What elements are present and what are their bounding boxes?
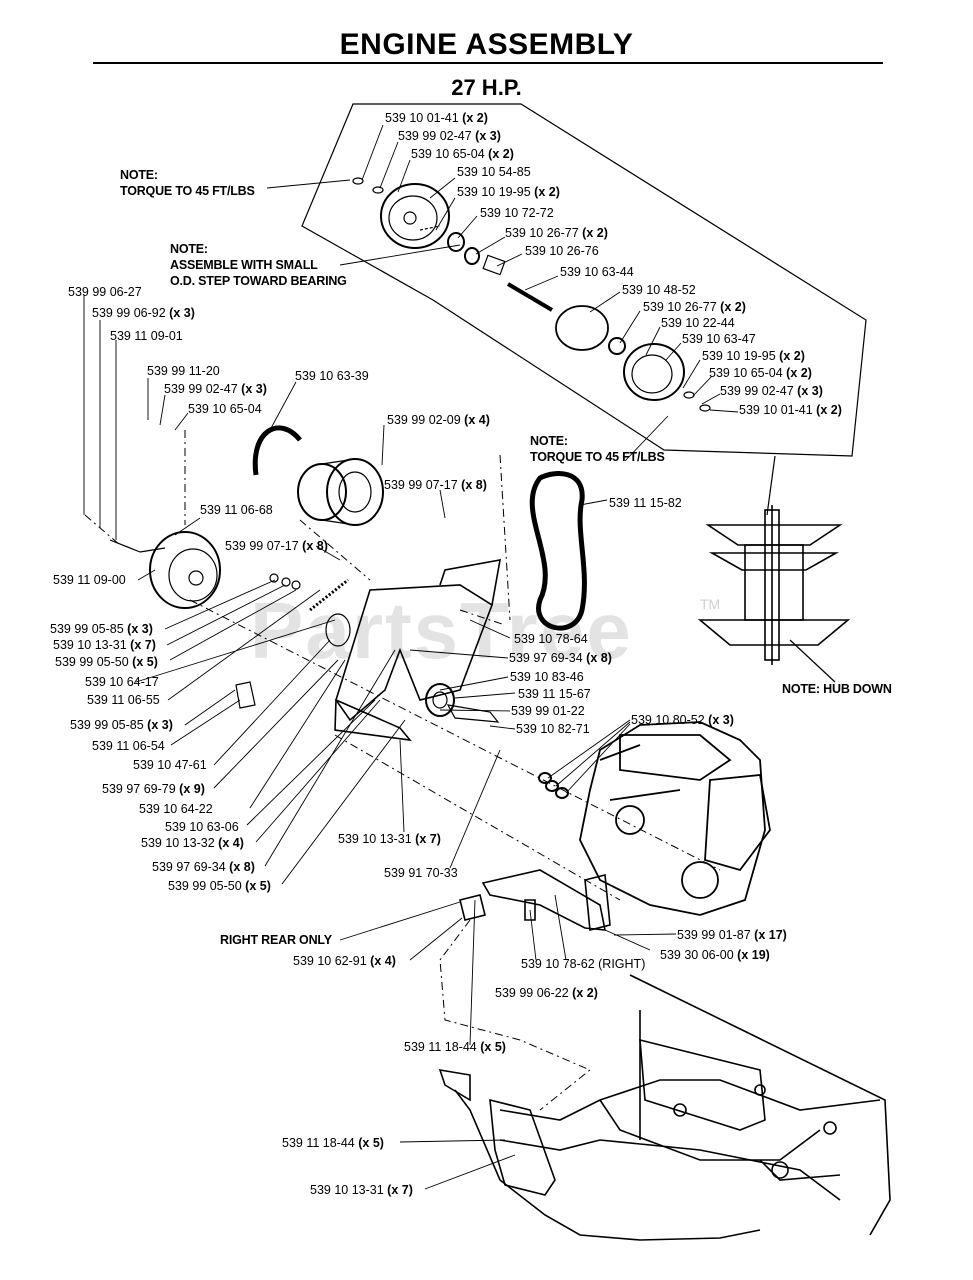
note-label: NOTE: — [170, 242, 208, 256]
part-label: 539 97 69-79 (x 9) — [102, 782, 205, 796]
part-label: 539 11 15-82 — [609, 496, 682, 510]
note-text: TORQUE TO 45 FT/LBS — [120, 184, 255, 198]
part-label: 539 11 09-00 — [53, 573, 126, 587]
note-label: NOTE: — [120, 168, 158, 182]
engine-block — [579, 721, 771, 916]
upper-v-belt — [252, 425, 302, 476]
callout-box — [301, 103, 867, 457]
part-label: 539 99 05-50 (x 5) — [168, 879, 271, 893]
part-label: 539 91 70-33 — [384, 866, 458, 880]
part-label: 539 10 80-52 (x 3) — [631, 713, 734, 727]
part-label: 539 10 26-77 (x 2) — [643, 300, 746, 314]
note-torque-mid: NOTE: TORQUE TO 45 FT/LBS — [530, 433, 665, 465]
part-label: 539 10 63-44 — [560, 265, 634, 279]
long-v-belt — [529, 470, 587, 631]
part-label: 539 10 13-31 (x 7) — [338, 832, 441, 846]
part-label: 539 99 05-50 (x 5) — [55, 655, 158, 669]
part-label: 539 99 05-85 (x 3) — [50, 622, 153, 636]
engine-mount-plates — [459, 869, 611, 932]
part-label: 539 11 06-55 — [87, 693, 160, 707]
part-label: 539 10 78-62 (RIGHT) — [521, 957, 646, 971]
part-label: 539 10 22-44 — [661, 316, 735, 330]
part-label: 539 10 63-39 — [295, 369, 369, 383]
part-label: 539 11 06-68 — [200, 503, 273, 517]
part-label: 539 10 01-41 (x 2) — [385, 111, 488, 125]
hub-section — [697, 505, 851, 665]
part-label: 539 10 47-61 — [133, 758, 207, 772]
chassis-frame — [438, 974, 891, 1241]
mount-bracket — [334, 559, 501, 742]
part-label: 539 10 72-72 — [480, 206, 554, 220]
part-label: 539 10 64-17 — [85, 675, 159, 689]
part-label: 539 99 07-17 (x 8) — [225, 539, 328, 553]
part-label: 539 10 64-22 — [139, 802, 213, 816]
note-text: O.D. STEP TOWARD BEARING — [170, 274, 347, 288]
note-assemble: NOTE: ASSEMBLE WITH SMALL O.D. STEP TOWA… — [170, 241, 347, 289]
part-label: 539 97 69-34 (x 8) — [509, 651, 612, 665]
part-label: 539 10 19-95 (x 2) — [702, 349, 805, 363]
part-label: 539 99 01-22 — [511, 704, 585, 718]
note-right-rear-only: RIGHT REAR ONLY — [220, 933, 332, 947]
part-label: 539 10 62-91 (x 4) — [293, 954, 396, 968]
jack-shaft-pulley — [297, 458, 384, 526]
note-label: NOTE: — [530, 434, 568, 448]
electric-clutch — [109, 531, 221, 609]
part-label: 539 10 26-77 (x 2) — [505, 226, 608, 240]
part-label: 539 10 54-85 — [457, 165, 531, 179]
part-label: 539 11 06-54 — [92, 739, 165, 753]
part-label: 539 10 63-47 — [682, 332, 756, 346]
part-label: 539 10 01-41 (x 2) — [739, 403, 842, 417]
part-label: 539 11 18-44 (x 5) — [404, 1040, 506, 1054]
page-subtitle: 27 H.P. — [451, 75, 522, 100]
part-label: 539 99 06-92 (x 3) — [92, 306, 195, 320]
watermark-tm: TM — [700, 596, 721, 612]
part-label: 539 99 02-47 (x 3) — [398, 129, 501, 143]
title-rule — [93, 62, 883, 64]
part-label: 539 10 65-04 (x 2) — [411, 147, 514, 161]
idler-parts — [235, 573, 500, 723]
note-hub-down: NOTE: HUB DOWN — [782, 682, 892, 696]
part-label: 539 99 02-09 (x 4) — [387, 413, 490, 427]
part-label: 539 11 18-44 (x 5) — [282, 1136, 384, 1150]
part-label: 539 10 63-06 — [165, 820, 239, 834]
part-label: 539 99 07-17 (x 8) — [384, 478, 487, 492]
part-label: 539 10 13-31 (x 7) — [53, 638, 156, 652]
part-label: 539 99 02-47 (x 3) — [720, 384, 823, 398]
part-label: 539 10 83-46 — [510, 670, 584, 684]
note-text: TORQUE TO 45 FT/LBS — [530, 450, 665, 464]
part-label: 539 11 09-01 — [110, 329, 183, 343]
part-label: 539 10 13-31 (x 7) — [310, 1183, 413, 1197]
part-label: 539 10 48-52 — [622, 283, 696, 297]
part-label: 539 10 65-04 (x 2) — [709, 366, 812, 380]
part-label: 539 99 11-20 — [147, 364, 220, 378]
part-label: 539 99 05-85 (x 3) — [70, 718, 173, 732]
page-title: ENGINE ASSEMBLY — [339, 28, 634, 61]
part-label: 539 10 13-32 (x 4) — [141, 836, 244, 850]
part-label: 539 10 65-04 — [188, 402, 262, 416]
part-label: 539 11 15-67 — [518, 687, 591, 701]
part-label: 539 10 82-71 — [516, 722, 590, 736]
note-torque-top: NOTE: TORQUE TO 45 FT/LBS — [120, 167, 255, 199]
part-label: 539 99 06-27 — [68, 285, 142, 299]
upper-pulley-stack — [352, 177, 711, 412]
part-label: 539 10 26-76 — [525, 244, 599, 258]
note-text: ASSEMBLE WITH SMALL — [170, 258, 318, 272]
part-label: 539 30 06-00 (x 19) — [660, 948, 770, 962]
part-label: 539 99 02-47 (x 3) — [164, 382, 267, 396]
part-label: 539 99 01-87 (x 17) — [677, 928, 787, 942]
part-label: 539 99 06-22 (x 2) — [495, 986, 598, 1000]
part-label: 539 97 69-34 (x 8) — [152, 860, 255, 874]
part-label: 539 10 19-95 (x 2) — [457, 185, 560, 199]
part-label: 539 10 78-64 — [514, 632, 588, 646]
watermark: PartsTree — [250, 586, 633, 675]
